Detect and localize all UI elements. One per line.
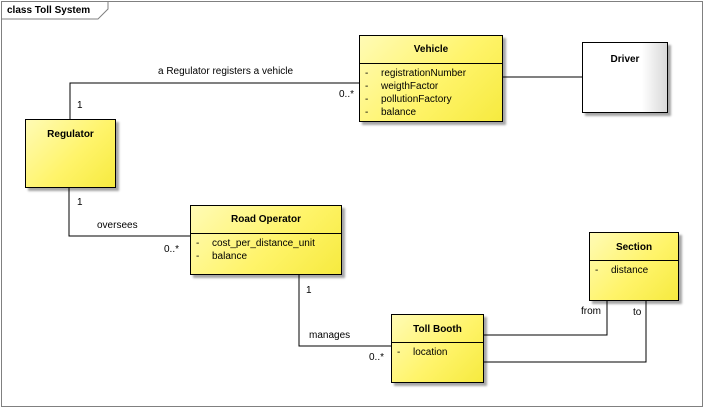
attribute-list: - distance xyxy=(590,260,678,277)
attribute-list: - registrationNumber - weigthFactor - pollu… xyxy=(360,63,502,119)
attribute-row: - cost_per_distance_unit xyxy=(191,237,341,250)
multiplicity-regulator-oversees: 1 xyxy=(77,197,83,208)
attribute-name: balance xyxy=(381,107,417,118)
association-line-registers xyxy=(69,82,359,119)
association-label-oversees: oversees xyxy=(97,220,138,231)
attribute-list: - cost_per_distance_unit - balance xyxy=(191,233,341,263)
class-name: Section xyxy=(615,242,653,253)
attribute-name: location xyxy=(413,347,448,358)
attribute-name: distance xyxy=(611,265,649,276)
attribute-name: cost_per_distance_unit xyxy=(212,238,315,249)
attribute-visibility: - xyxy=(365,94,369,105)
attribute-list: - location xyxy=(392,342,483,359)
attribute-name: balance xyxy=(212,251,248,262)
class-name: Toll Booth xyxy=(413,324,462,335)
association-label-from: from xyxy=(581,306,601,317)
attribute-visibility: - xyxy=(196,251,200,262)
attribute-visibility: - xyxy=(365,81,369,92)
attribute-visibility: - xyxy=(196,238,200,249)
association-label-manages: manages xyxy=(309,330,351,341)
class-toll-booth[interactable]: Toll Booth - location xyxy=(391,314,484,383)
attribute-visibility: - xyxy=(365,107,369,118)
multiplicity-toll-booth-manages: 0..* xyxy=(369,352,385,363)
class-name: Road Operator xyxy=(230,214,301,225)
frame-title: class Toll System xyxy=(7,5,91,16)
attribute-row: - distance xyxy=(590,264,678,277)
multiplicity-road-operator-manages: 1 xyxy=(306,285,312,296)
multiplicity-vehicle-registers: 0..* xyxy=(339,89,355,100)
association-line-oversees xyxy=(68,188,190,237)
class-name: Regulator xyxy=(47,129,94,140)
multiplicity-regulator-registers: 1 xyxy=(77,100,83,111)
class-driver[interactable]: Driver xyxy=(582,42,668,113)
attribute-row: - balance xyxy=(360,106,502,119)
frame-tab-outline xyxy=(2,2,109,20)
association-line-from xyxy=(484,301,608,336)
class-vehicle[interactable]: Vehicle - registrationNumber - weigthFacto… xyxy=(359,35,503,122)
attribute-visibility: - xyxy=(397,347,401,358)
class-name: Driver xyxy=(610,54,640,65)
class-section[interactable]: Section - distance xyxy=(589,232,679,301)
association-label-to: to xyxy=(633,307,642,318)
attribute-visibility: - xyxy=(595,265,599,276)
attribute-row: - pollutionFactory xyxy=(360,93,502,106)
attribute-name: registrationNumber xyxy=(381,68,467,79)
association-line-manages xyxy=(298,275,391,347)
attribute-row: - registrationNumber xyxy=(360,67,502,80)
attribute-visibility: - xyxy=(365,68,369,79)
association-label-registers: a Regulator registers a vehicle xyxy=(158,66,294,77)
class-name: Vehicle xyxy=(413,44,449,55)
attribute-row: - balance xyxy=(191,250,341,263)
association-line-to xyxy=(484,301,647,363)
class-regulator[interactable]: Regulator xyxy=(25,119,116,188)
attribute-name: weigthFactor xyxy=(381,81,439,92)
attribute-row: - weigthFactor xyxy=(360,80,502,93)
multiplicity-road-operator-oversees: 0..* xyxy=(164,244,180,255)
class-road-operator[interactable]: Road Operator - cost_per_distance_unit - b… xyxy=(190,205,342,275)
attribute-row: - location xyxy=(392,346,483,359)
attribute-name: pollutionFactory xyxy=(381,94,452,105)
